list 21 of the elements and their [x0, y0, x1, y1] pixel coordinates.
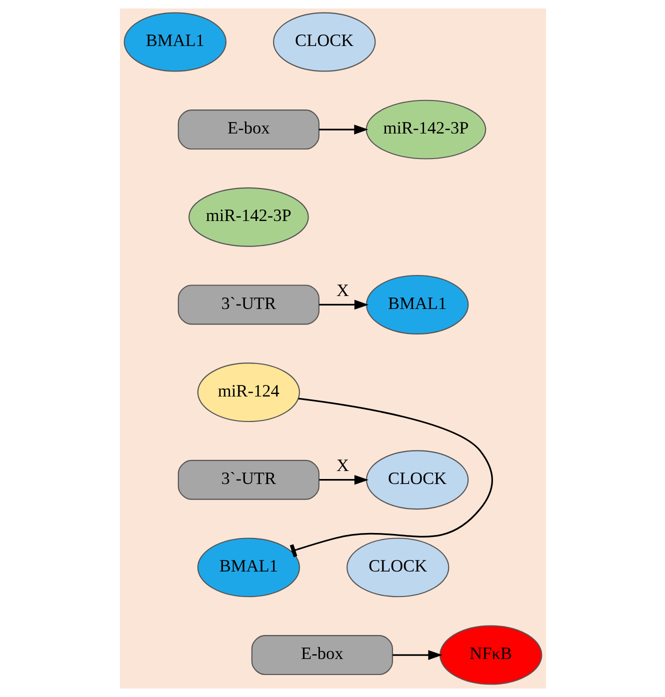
connector	[289, 398, 492, 558]
node-box: 3`-UTR	[177, 460, 319, 500]
edge-label: X	[336, 456, 348, 475]
node-box: E-box	[177, 110, 319, 150]
node-box: 3`-UTR	[177, 284, 319, 325]
node-ellipse: miR-142-3P	[188, 187, 308, 247]
edge-label: X	[336, 280, 348, 300]
arrow	[318, 474, 368, 485]
arrow	[318, 124, 368, 134]
arrow	[318, 300, 368, 310]
node-box: E-box	[250, 635, 392, 676]
arrow	[392, 650, 442, 660]
node-ellipse: CLOCK	[365, 450, 468, 510]
node-ellipse: CLOCK	[346, 538, 449, 598]
node-ellipse: BMAL1	[365, 274, 468, 334]
node-ellipse: BMAL1	[196, 538, 300, 598]
node-ellipse: CLOCK	[272, 12, 376, 72]
node-ellipse: BMAL1	[123, 12, 226, 72]
node-ellipse: miR-124	[196, 362, 300, 422]
node-ellipse: miR-142-3P	[365, 100, 486, 160]
node-ellipse: NFκB	[439, 625, 542, 685]
